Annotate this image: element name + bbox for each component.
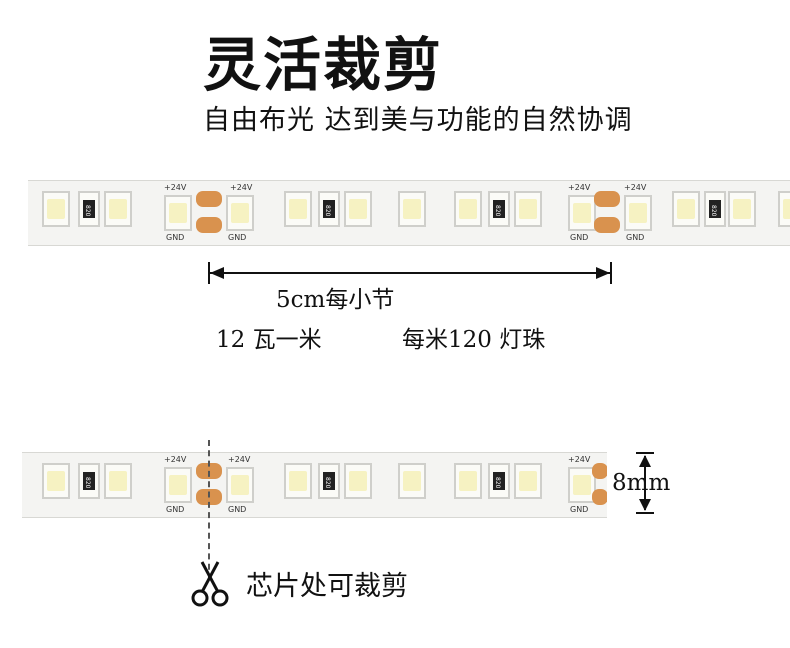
resistor-code: 820 [494,477,501,489]
resistor: 820 [488,463,510,499]
density-label: 每米120 灯珠 [402,327,546,353]
led-chip [344,463,372,499]
led-chip [568,195,596,231]
led-chip [284,191,312,227]
led-chip [226,467,254,503]
plus-label: +24V [228,455,251,464]
gnd-label: GND [166,233,185,242]
solder-pad [196,217,222,233]
width-label: 8mm [612,470,671,496]
solder-pad [594,191,620,207]
resistor: 820 [318,463,340,499]
gnd-label: GND [570,505,589,514]
led-chip [398,463,426,499]
solder-pad [594,217,620,233]
scissors-icon [191,561,229,607]
spacing-label: 5cm每小节 [276,287,395,313]
led-chip [344,191,372,227]
plus-label: +24V [230,183,253,192]
led-chip [398,191,426,227]
led-chip [514,463,542,499]
led-strip-long: 820 +24V GND +24V GND 820 820 +24V GND +… [28,180,790,246]
led-chip [454,191,482,227]
subtitle: 自由布光 达到美与功能的自然协调 [203,105,633,136]
led-chip [514,191,542,227]
led-chip [42,463,70,499]
led-chip [568,467,596,503]
led-chip [624,195,652,231]
power-label: 12 瓦一米 [216,327,322,353]
led-chip [226,195,254,231]
spacing-arrow [209,272,611,274]
gnd-label: GND [228,233,247,242]
page-title: 灵活裁剪 [203,31,444,99]
led-chip [778,191,790,227]
resistor-code: 820 [494,205,501,217]
resistor-code: 820 [324,205,331,217]
cut-label: 芯片处可裁剪 [246,571,408,602]
resistor-code: 820 [84,205,91,217]
led-chip [42,191,70,227]
width-arrow-heads [636,452,654,514]
plus-label: +24V [624,183,647,192]
plus-label: +24V [568,183,591,192]
gnd-label: GND [228,505,247,514]
gnd-label: GND [570,233,589,242]
led-chip [164,195,192,231]
plus-label: +24V [164,183,187,192]
spacing-arrow-heads [208,262,612,284]
resistor: 820 [78,463,100,499]
plus-label: +24V [568,455,591,464]
width-indicator [644,456,646,510]
solder-pad [196,191,222,207]
cut-line [208,440,210,580]
gnd-label: GND [626,233,645,242]
led-chip [672,191,700,227]
led-chip [454,463,482,499]
led-chip [284,463,312,499]
resistor-code: 820 [84,477,91,489]
gnd-label: GND [166,505,185,514]
resistor-code: 820 [324,477,331,489]
solder-pad [592,489,607,505]
resistor-code: 820 [710,205,717,217]
led-strip-short: 820 +24V GND +24V GND 820 820 +24V GND [22,452,607,518]
solder-pad [592,463,607,479]
resistor: 820 [78,191,100,227]
resistor: 820 [704,191,726,227]
resistor: 820 [488,191,510,227]
plus-label: +24V [164,455,187,464]
led-chip [104,463,132,499]
resistor: 820 [318,191,340,227]
led-chip [164,467,192,503]
led-chip [104,191,132,227]
led-chip [728,191,756,227]
